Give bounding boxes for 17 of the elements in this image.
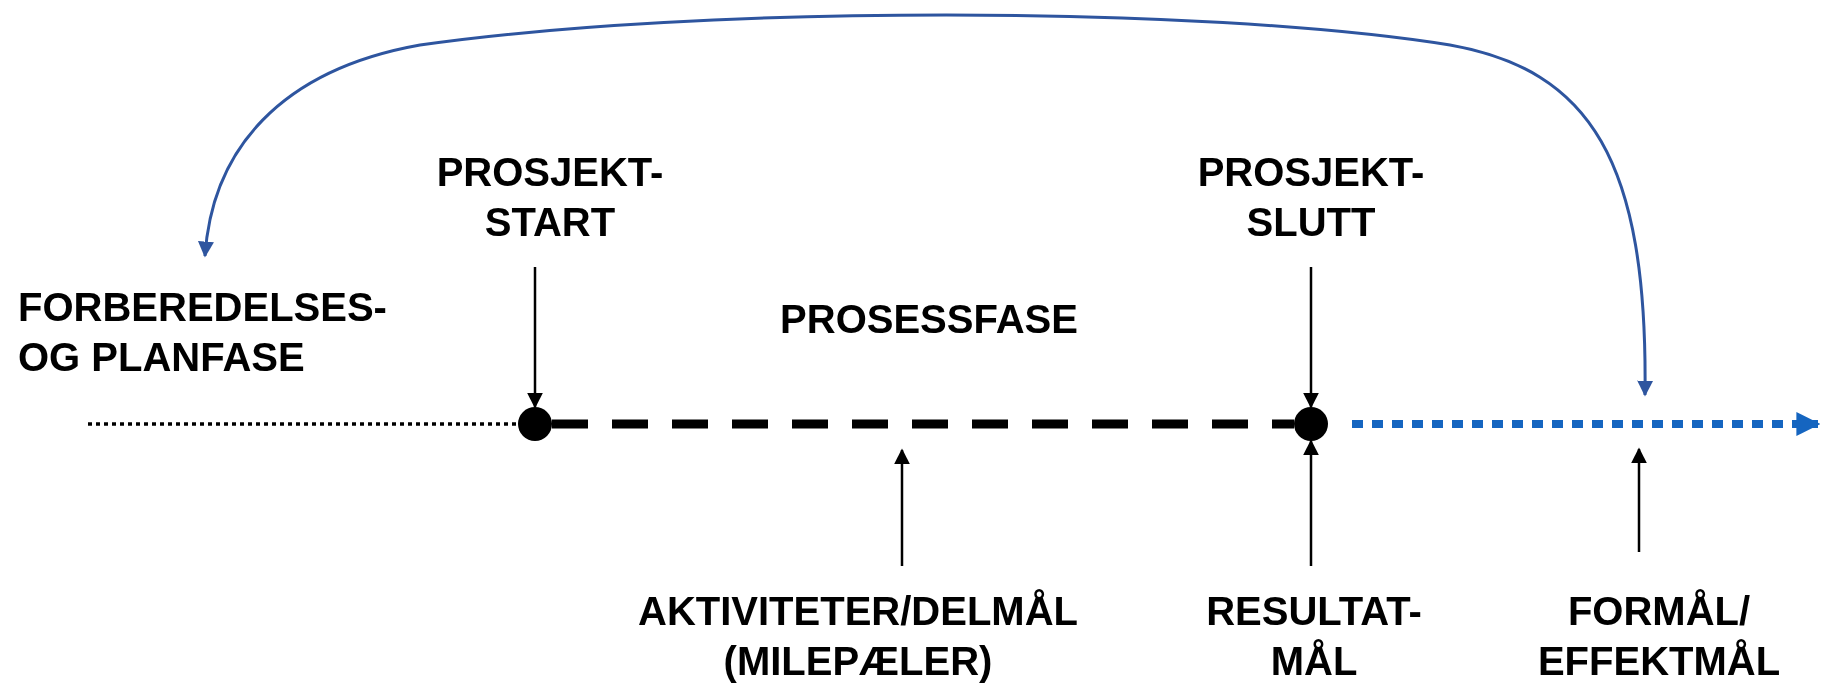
phase-label: FORMÅL/ EFFEKTMÅL [1509, 586, 1809, 686]
arrow [527, 267, 543, 409]
phase-label: RESULTAT- MÅL [1164, 586, 1464, 686]
timeline [88, 422, 518, 426]
phase-label: FORBEREDELSES- OG PLANFASE [18, 282, 458, 382]
milestone-dot [1294, 407, 1328, 441]
arrow [894, 448, 910, 566]
phase-label: PROSJEKT- START [400, 147, 700, 247]
arrow [1631, 447, 1647, 552]
milestone-dot [518, 407, 552, 441]
phase-label: PROSESSFASE [780, 296, 1078, 343]
phase-label: PROSJEKT- SLUTT [1161, 147, 1461, 247]
timeline [552, 419, 1294, 429]
arrow [198, 13, 1653, 397]
phase-label: AKTIVITETER/DELMÅL (MILEPÆLER) [578, 586, 1138, 686]
arrow [1303, 267, 1319, 409]
arrow [1303, 439, 1319, 566]
